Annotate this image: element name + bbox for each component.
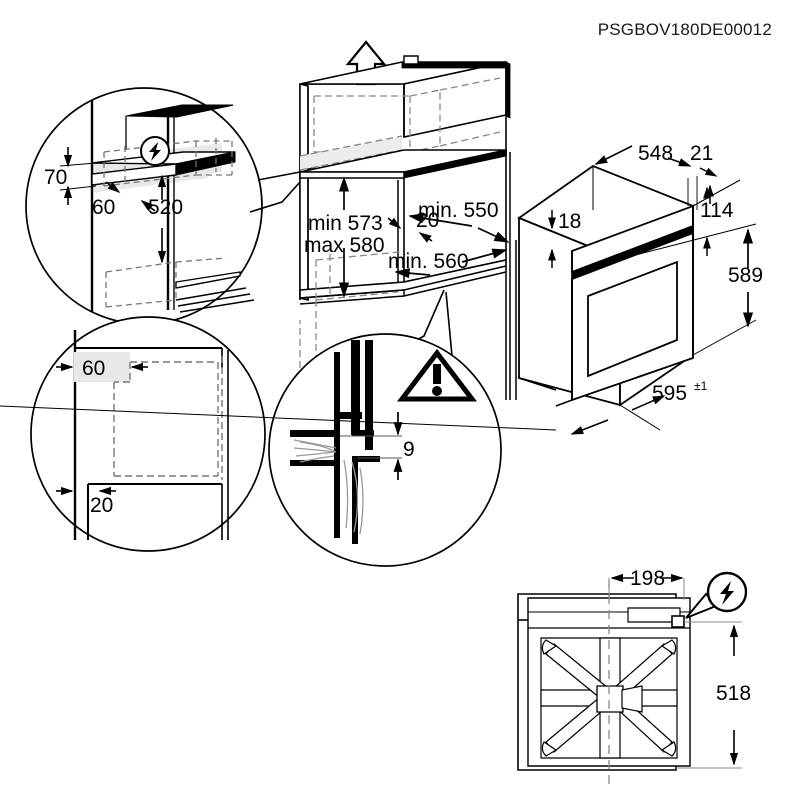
cabinet-niche-drawing: min 573 max 580 min. 550 20 min. 560: [299, 40, 517, 500]
document-code: PSGBOV180DE00012: [597, 20, 772, 39]
dimension-198: 198: [608, 567, 685, 600]
dimension-label-min550: min. 550: [418, 199, 499, 222]
dimension-label-589: 589: [728, 264, 763, 287]
dimension-label-60: 60: [92, 196, 115, 219]
dimension-label-198: 198: [630, 567, 665, 590]
dimension-520: 520: [148, 174, 183, 264]
dimension-label-548: 548: [638, 142, 673, 165]
dimension-label-9: 9: [403, 438, 415, 461]
dimension-label-595-tolerance: ±1: [694, 379, 708, 393]
dimension-20-cabinet: 20: [387, 209, 439, 243]
dimension-60-rear: 60: [56, 357, 148, 380]
dimension-label-518: 518: [716, 682, 751, 705]
dimension-label-60-rear: 60: [82, 357, 105, 380]
warning-triangle-icon: [396, 348, 478, 402]
lightning-bolt-icon-hob: [685, 571, 748, 619]
dimension-518: 518: [676, 621, 751, 769]
dimension-20-rear: 20: [56, 486, 116, 517]
dimension-114: 114: [700, 186, 734, 256]
dimension-min573-max580: min 573 max 580: [304, 176, 385, 298]
oven-isometric-drawing: 548 21 18 114: [0, 142, 763, 435]
dimension-label-18: 18: [558, 210, 581, 233]
dimension-label-min573: min 573: [308, 212, 383, 235]
dimension-label-20-cabinet: 20: [416, 209, 439, 232]
dimension-595: 595 ±1: [570, 379, 708, 435]
dimension-60: 60: [92, 181, 156, 219]
dimension-label-520: 520: [148, 196, 183, 219]
hob-top-view-drawing: 198 518: [517, 567, 751, 784]
dimension-label-114: 114: [700, 199, 734, 222]
dimension-label-21: 21: [690, 142, 713, 165]
dimension-min550: min. 550: [408, 199, 510, 243]
dimension-label-70: 70: [44, 166, 67, 189]
detail-circle-bottom-center: 9: [268, 333, 502, 567]
dimension-589: 589: [728, 228, 763, 328]
dimension-70: 70: [44, 147, 97, 205]
dimension-min560: min. 560: [388, 248, 508, 279]
detail-circle-mid-left: 60 20: [30, 316, 266, 552]
dimension-label-20-rear: 20: [90, 494, 113, 517]
dimension-label-min560: min. 560: [388, 250, 469, 273]
lightning-bolt-icon: [140, 136, 170, 166]
dimension-label-595: 595: [652, 382, 687, 405]
dimension-label-max580: max 580: [304, 234, 385, 257]
dimension-18: 18: [548, 210, 581, 268]
dimension-548: 548: [594, 142, 692, 167]
detail-circle-top-left: 70 60 520: [25, 87, 263, 325]
